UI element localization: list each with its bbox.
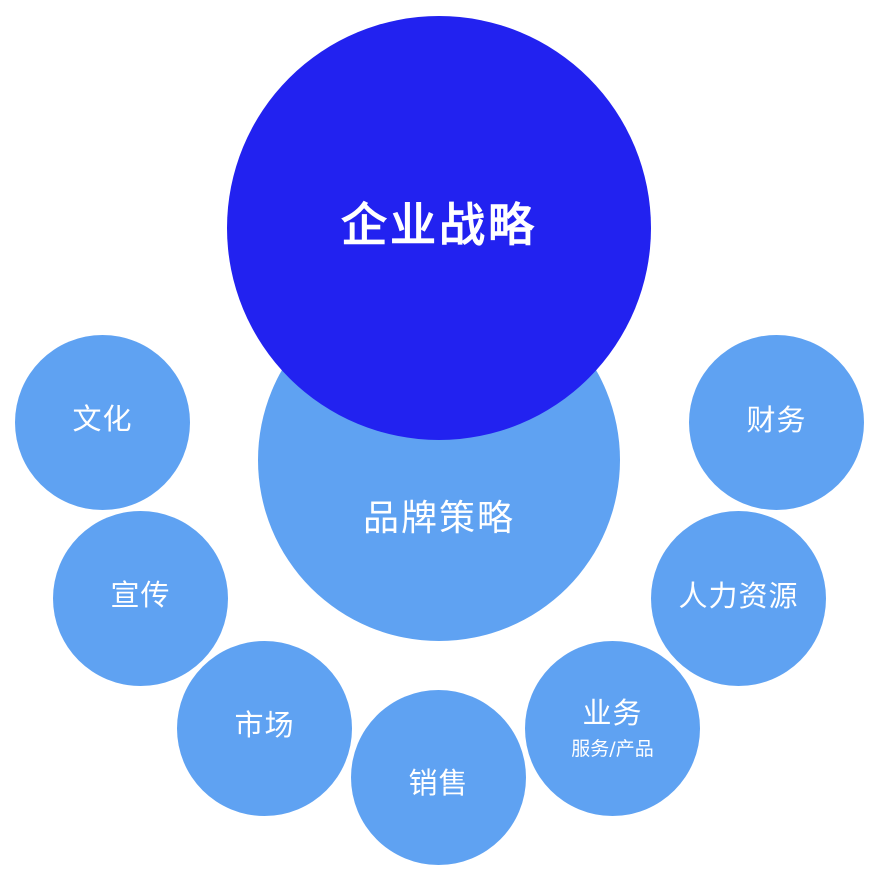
culture-label: 文化 — [72, 401, 133, 436]
sales-circle: 销售 — [351, 690, 526, 865]
corporate-strategy-label: 企业战略 — [341, 198, 537, 252]
human-resources-label: 人力资源 — [678, 578, 799, 613]
corporate-strategy-circle: 企业战略 — [227, 16, 651, 440]
market-label: 市场 — [234, 707, 295, 742]
brand-strategy-label: 品牌策略 — [362, 498, 515, 539]
publicity-label: 宣传 — [110, 577, 171, 612]
business-label: 业务 — [582, 696, 643, 730]
business-circle: 业务 服务/产品 — [525, 641, 700, 816]
business-text-stack: 业务 服务/产品 — [571, 690, 653, 761]
publicity-circle: 宣传 — [53, 511, 228, 686]
business-sublabel: 服务/产品 — [571, 738, 654, 760]
market-circle: 市场 — [177, 641, 352, 816]
finance-label: 财务 — [746, 402, 807, 437]
human-resources-circle: 人力资源 — [651, 511, 826, 686]
culture-circle: 文化 — [15, 335, 190, 510]
sales-label: 销售 — [408, 765, 469, 800]
finance-circle: 财务 — [689, 335, 864, 510]
